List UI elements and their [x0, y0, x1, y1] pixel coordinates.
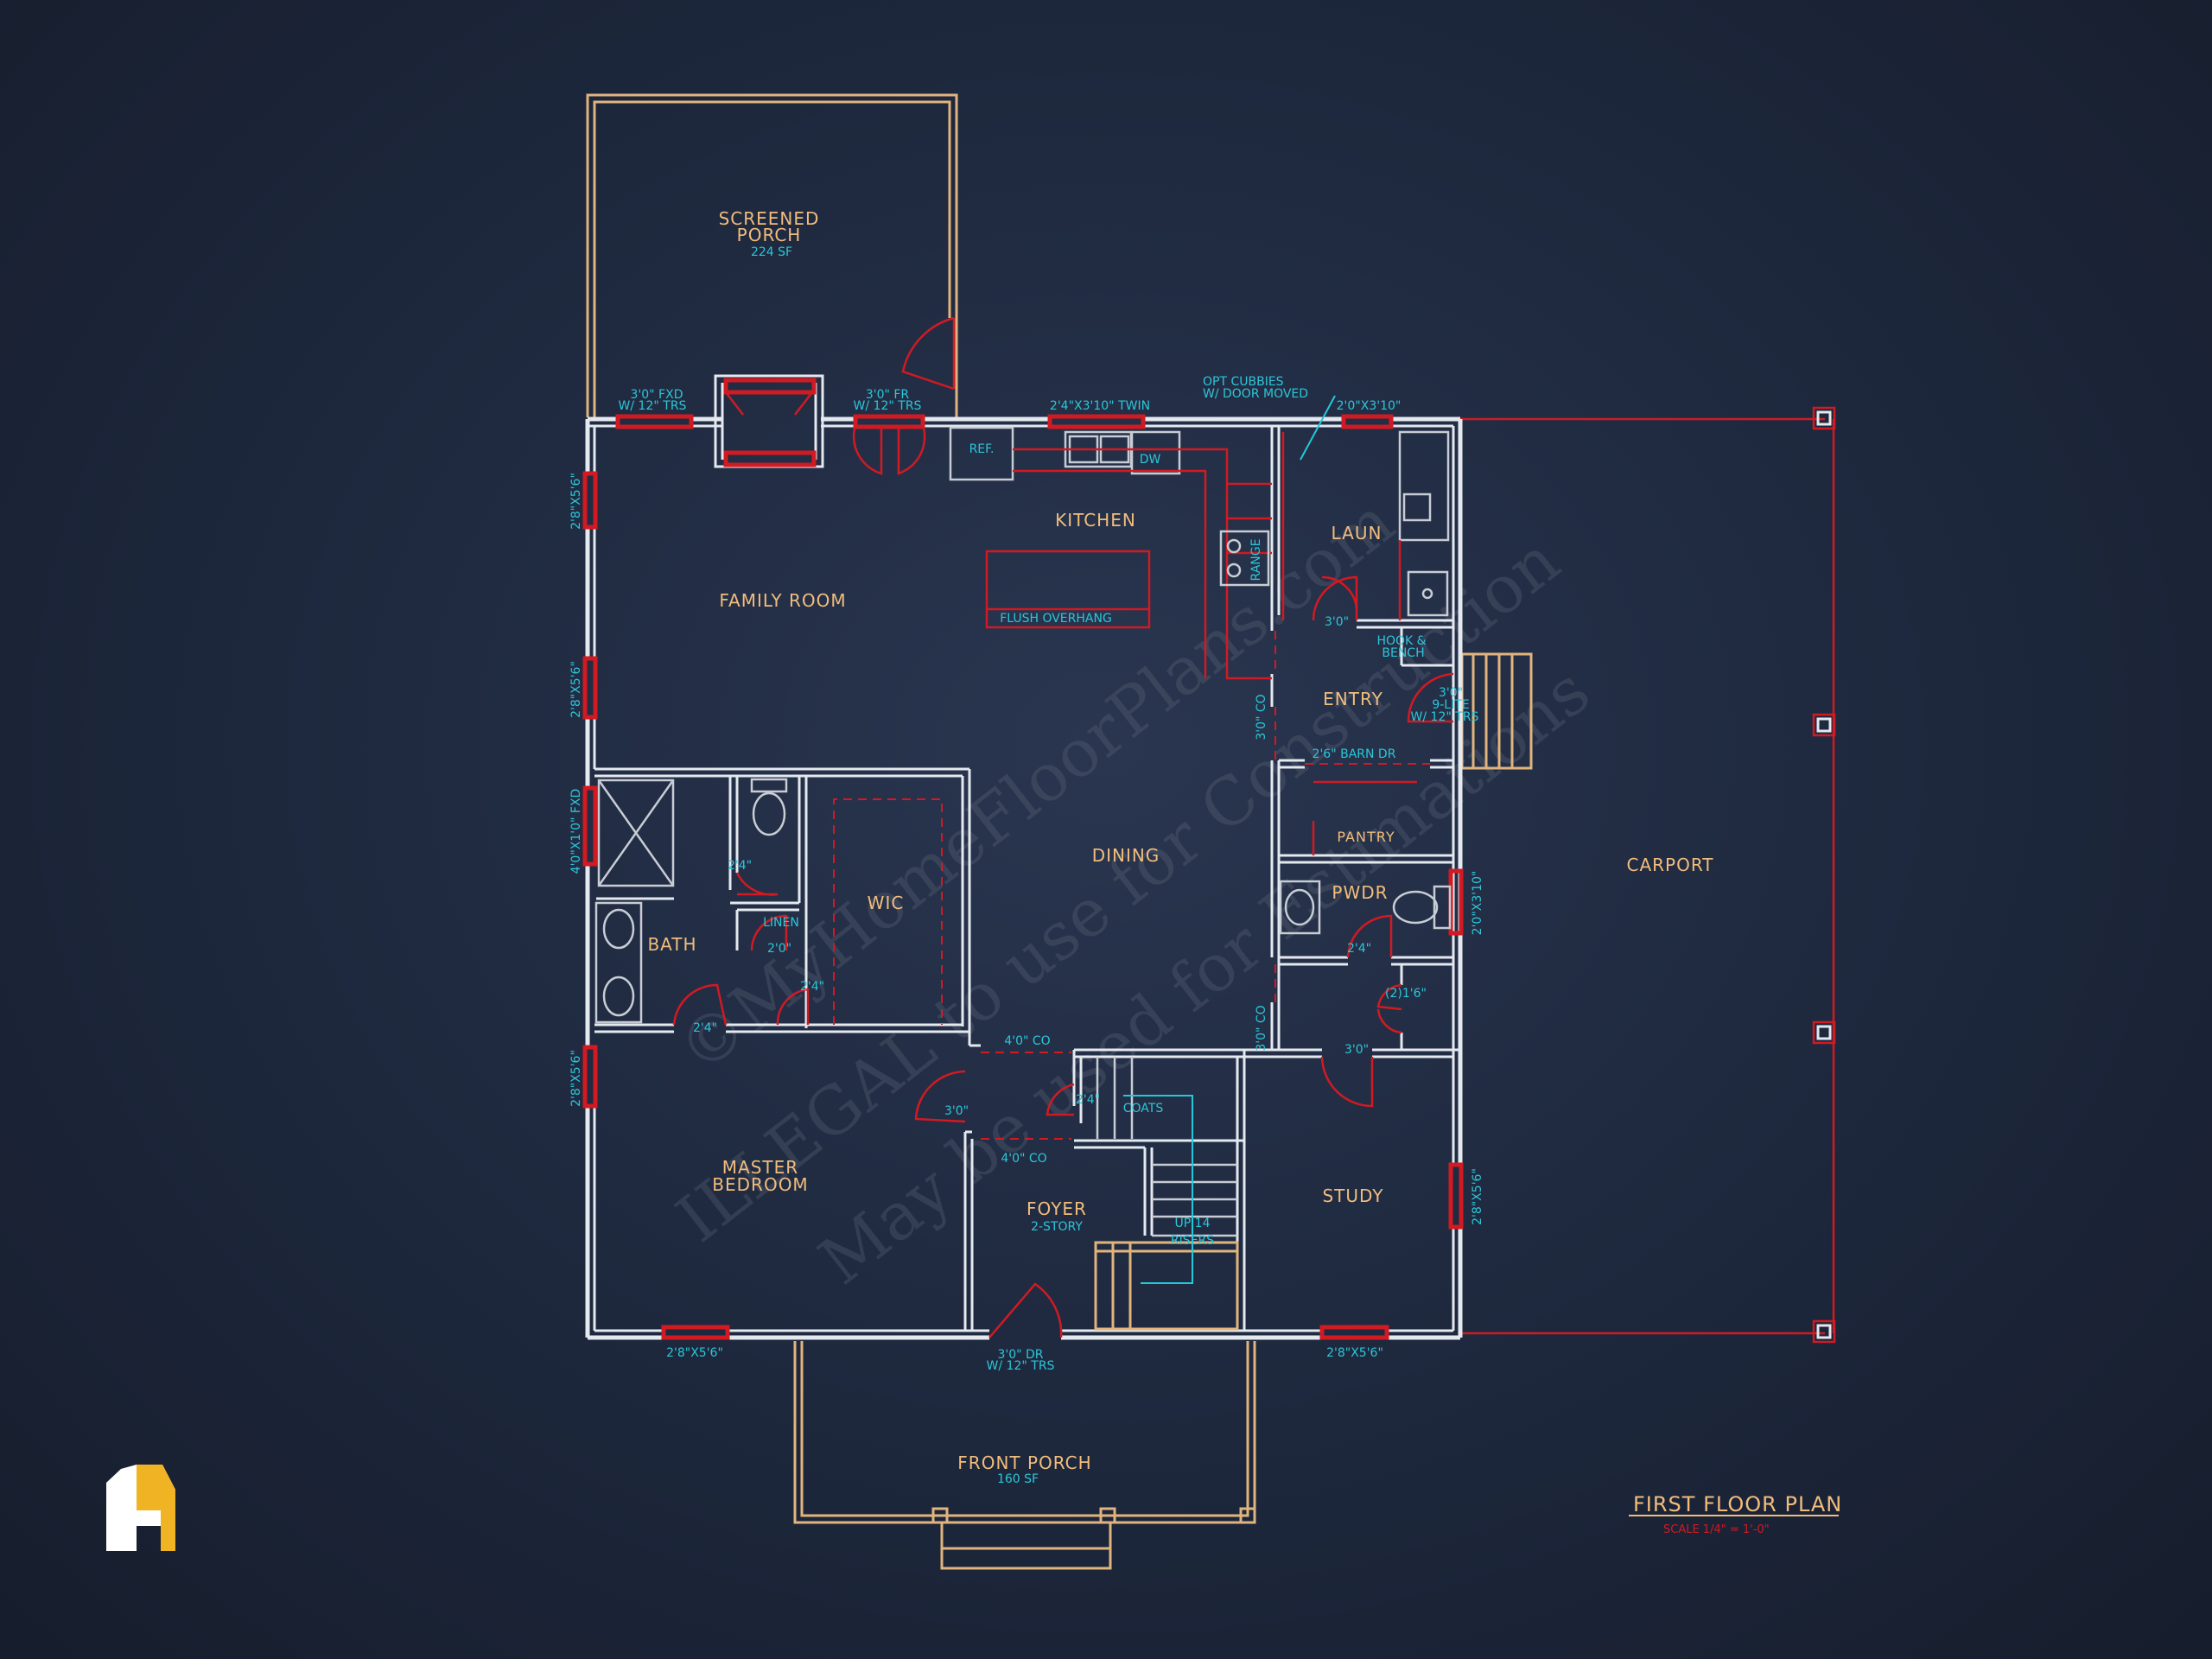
label-carport: CARPORT [1626, 855, 1713, 875]
house-h-logo-icon [106, 1465, 175, 1551]
note-fr-1: 3'0" FR [866, 388, 910, 402]
note-range: RANGE [1249, 539, 1263, 582]
label-foyer-sub: 2-STORY [1031, 1220, 1083, 1234]
exterior-walls [585, 416, 1463, 1340]
label-entry: ENTRY [1323, 689, 1383, 709]
room-labels: SCREENED PORCH 224 SF KITCHEN LAUN FAMIL… [647, 208, 1713, 1486]
note-door-20: 2'0" [767, 942, 791, 956]
interior-walls [594, 426, 1460, 1331]
note-linen: LINEN [763, 916, 799, 930]
note-coats: COATS [1123, 1102, 1164, 1116]
note-window-master-south: 2'8"X5'6" [666, 1346, 723, 1360]
label-foyer: FOYER [1027, 1198, 1087, 1219]
note-door-2-16: (2)1'6" [1385, 987, 1427, 1001]
note-window-pwdr: 2'0"X3'10" [1471, 871, 1484, 936]
note-door-24-bath: 2'4" [693, 1021, 717, 1035]
cased-openings [981, 631, 1430, 1140]
note-flush-overhang: FLUSH OVERHANG [1000, 612, 1112, 626]
note-dw: DW [1140, 453, 1161, 467]
note-co-40-top: 4'0" CO [1004, 1034, 1050, 1048]
label-screened-porch-sf: 224 SF [751, 245, 792, 259]
label-screened-porch-1: SCREENED [719, 208, 820, 229]
note-door-30-laun: 3'0" [1325, 615, 1349, 629]
note-door-24-wc: 2'4" [728, 859, 752, 873]
windows [582, 414, 1464, 1340]
label-screened-porch-2: PORCH [737, 225, 802, 245]
front-porch-outline [793, 1341, 1256, 1570]
bay-bump-out [714, 374, 824, 468]
plan-title: FIRST FLOOR PLAN [1633, 1492, 1842, 1516]
label-pantry: PANTRY [1337, 829, 1395, 845]
screened-porch-outline [586, 93, 958, 417]
note-front-door-1: 3'0" DR [997, 1348, 1043, 1362]
kitchen-counters [949, 426, 1272, 680]
note-co-40-bottom: 4'0" CO [1001, 1152, 1046, 1166]
note-risers: RISERS [1171, 1234, 1214, 1248]
note-window-study-south: 2'8"X5'6" [1326, 1346, 1383, 1360]
note-fxd-2: W/ 12" TRS [619, 399, 687, 413]
note-door-24-coats: 2'4" [1076, 1093, 1100, 1107]
note-cubbies-1: OPT CUBBIES [1203, 375, 1284, 389]
bath-fixtures [594, 778, 943, 1025]
label-pwdr: PWDR [1332, 882, 1388, 903]
note-co-30-lower: 3'0" CO [1255, 1005, 1268, 1051]
annotations: 3'0" FXD W/ 12" TRS 3'0" FR W/ 12" TRS 2… [569, 375, 1484, 1373]
label-wic: WIC [868, 893, 905, 913]
title-block: FIRST FLOOR PLAN SCALE 1/4" = 1'-0" [1629, 1492, 1842, 1536]
note-lite-2: 9-LITE [1432, 698, 1469, 712]
label-front-porch-sf: 160 SF [997, 1472, 1039, 1486]
label-master-2: BEDROOM [712, 1174, 808, 1195]
note-hook-1: HOOK & [1376, 634, 1426, 648]
pwdr-fixtures [1279, 880, 1452, 935]
note-door-24-wic: 2'4" [800, 980, 824, 994]
label-bath: BATH [647, 934, 696, 955]
label-master-1: MASTER [722, 1157, 798, 1178]
note-window-bath: 4'0"X1'0" FXD [569, 789, 583, 874]
note-window-family-2: 2'8"X5'6" [569, 661, 583, 718]
note-front-door-2: W/ 12" TRS [987, 1359, 1055, 1373]
note-door-24-pwdr: 2'4" [1347, 942, 1371, 956]
door-swings [672, 316, 1454, 1338]
note-door-30-study: 3'0" [1344, 1043, 1369, 1057]
note-lite-3: W/ 12" TRS [1411, 710, 1479, 724]
note-fxd-1: 3'0" FXD [631, 388, 683, 402]
note-window-master-west: 2'8"X5'6" [569, 1050, 583, 1107]
entry-steps [1460, 652, 1533, 770]
note-cubbies-2: W/ DOOR MOVED [1203, 387, 1308, 401]
note-door-30-master: 3'0" [944, 1104, 969, 1118]
label-family-room: FAMILY ROOM [719, 590, 846, 611]
note-lite-1: 3'0" [1439, 686, 1463, 700]
label-front-porch: FRONT PORCH [957, 1452, 1091, 1473]
note-window-study-east: 2'8"X5'6" [1471, 1168, 1484, 1225]
carport-outline [1460, 406, 1836, 1344]
note-up-14: UP 14 [1175, 1217, 1211, 1230]
note-ref: REF. [969, 442, 995, 456]
note-co-30-upper: 3'0" CO [1255, 694, 1268, 740]
stairs [1094, 1057, 1239, 1331]
plan-scale: SCALE 1/4" = 1'-0" [1663, 1523, 1770, 1536]
note-window-family-1: 2'8"X5'6" [569, 473, 583, 530]
label-kitchen: KITCHEN [1055, 510, 1136, 531]
label-laun: LAUN [1332, 523, 1382, 543]
note-hook-2: BENCH [1382, 646, 1424, 660]
note-win-laun: 2'0"X3'10" [1337, 399, 1402, 413]
note-fr-2: W/ 12" TRS [854, 399, 922, 413]
note-barn-door: 2'6" BARN DR [1313, 747, 1396, 761]
label-study: STUDY [1322, 1185, 1383, 1206]
note-twin: 2'4"X3'10" TWIN [1050, 399, 1150, 413]
laundry-fixtures [1281, 430, 1450, 620]
cubbies-leader [1300, 395, 1336, 461]
label-dining: DINING [1092, 845, 1160, 866]
